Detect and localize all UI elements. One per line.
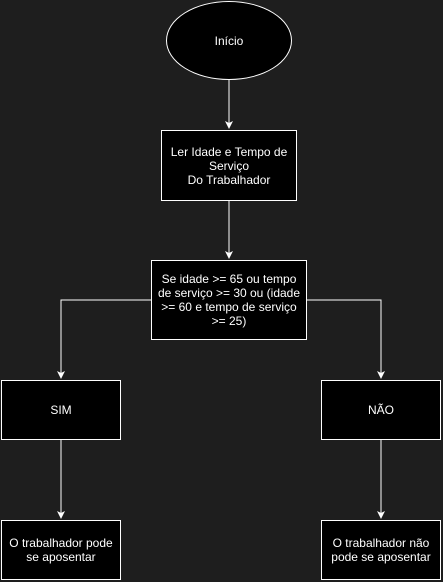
read-input-node-label: Ler Idade e Tempo de Serviço Do Trabalha… xyxy=(170,144,288,187)
connector-decision-to-no xyxy=(307,299,385,379)
start-node-label: Início xyxy=(214,33,244,48)
yes-node[interactable]: SIM xyxy=(1,380,121,440)
read-input-node[interactable]: Ler Idade e Tempo de Serviço Do Trabalha… xyxy=(161,130,297,201)
no-node[interactable]: NÃO xyxy=(321,380,441,440)
connector-decision-to-yes xyxy=(57,299,151,379)
decision-node[interactable]: Se idade >= 65 ou tempo de serviço >= 30… xyxy=(151,260,307,340)
yes-result-node[interactable]: O trabalhador pode se aposentar xyxy=(1,520,121,580)
yes-node-label: SIM xyxy=(50,403,72,417)
yes-result-node-label: O trabalhador pode se aposentar xyxy=(9,536,113,564)
no-result-node[interactable]: O trabalhador não pode se aposentar xyxy=(321,520,441,580)
no-result-node-label: O trabalhador não pode se aposentar xyxy=(331,536,431,564)
decision-node-label: Se idade >= 65 ou tempo de serviço >= 30… xyxy=(157,272,301,328)
start-node[interactable]: Início xyxy=(166,1,292,80)
no-node-label: NÃO xyxy=(367,403,394,417)
